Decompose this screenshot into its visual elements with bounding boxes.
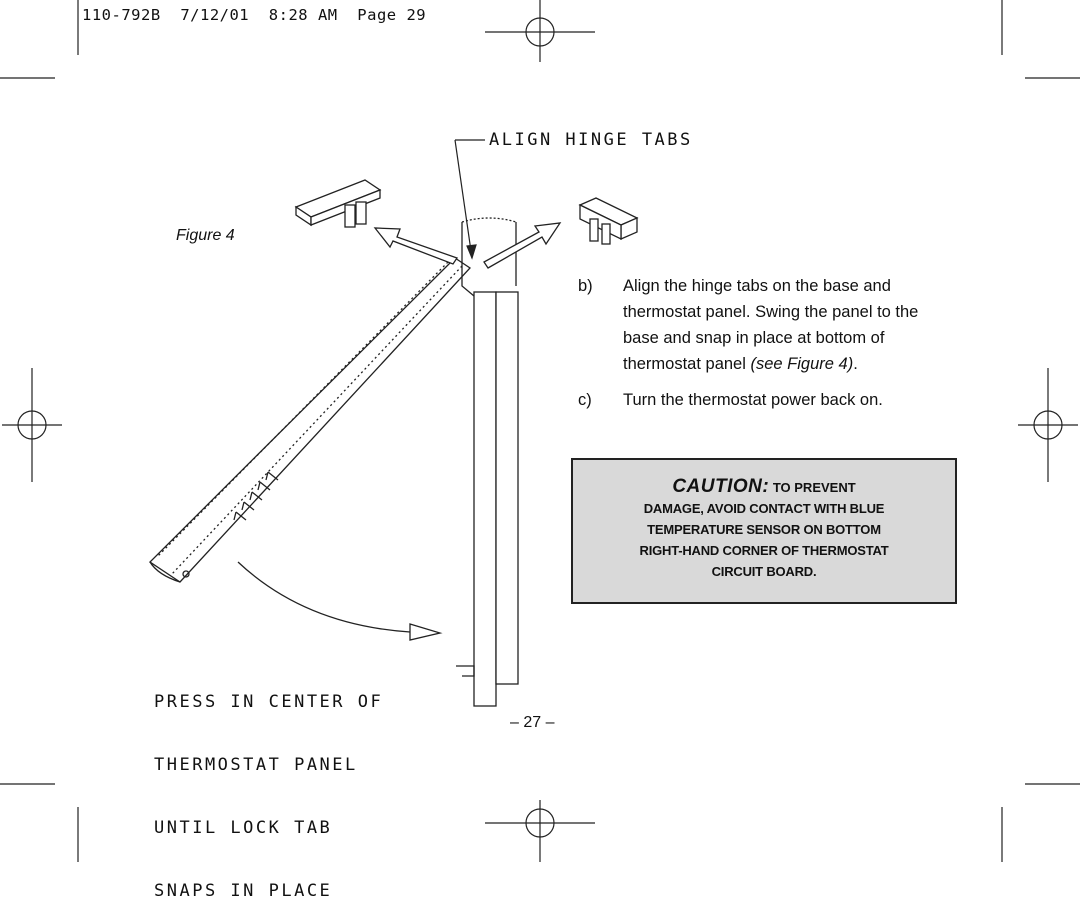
hinge-tab-right: [578, 197, 639, 245]
step-text: Turn the thermostat power back on.: [623, 391, 883, 409]
step-end: .: [853, 355, 858, 373]
arrow-to-right-tab: [483, 222, 562, 269]
caution-line: TEMPERATURE SENSOR ON BOTTOM: [647, 522, 881, 537]
installation-illustration: [0, 0, 1080, 862]
press-line-2: THERMOSTAT PANEL: [154, 755, 358, 775]
step-b: b) Align the hinge tabs on the base and …: [578, 273, 958, 377]
caution-heading-rest: TO PREVENT: [772, 480, 856, 495]
hinge-tab-left: [294, 179, 382, 228]
crop-marks: [0, 0, 1080, 862]
align-hinge-leader: [454, 139, 485, 260]
press-line-4: SNAPS IN PLACE: [154, 881, 333, 901]
instruction-steps: b) Align the hinge tabs on the base and …: [578, 273, 958, 423]
arrow-to-left-tab: [373, 227, 459, 265]
wall-base-vertical: [456, 217, 519, 707]
press-instruction-callout: PRESS IN CENTER OF THERMOSTAT PANEL UNTI…: [154, 650, 383, 923]
caution-word: CAUTION:: [672, 476, 770, 497]
registration-target-right: [1018, 368, 1078, 482]
panel-contact-pins: [233, 471, 279, 521]
registration-target-left: [2, 368, 62, 482]
step-text: Align the hinge tabs on the base and the…: [623, 273, 958, 377]
caution-line: DAMAGE, AVOID CONTACT WITH BLUE: [643, 501, 885, 516]
caution-box: CAUTION: TO PREVENT DAMAGE, AVOID CONTAC…: [571, 458, 957, 604]
align-hinge-tabs-callout: ALIGN HINGE TABS: [489, 130, 693, 150]
step-body: Align the hinge tabs on the base and the…: [623, 277, 919, 373]
registration-target-bottom: [485, 800, 595, 862]
press-arrow: [237, 561, 443, 641]
step-c: c) Turn the thermostat power back on.: [578, 387, 958, 413]
page-number: – 27 –: [510, 714, 555, 731]
press-line-3: UNTIL LOCK TAB: [154, 818, 333, 838]
caution-line: RIGHT-HAND CORNER OF THERMOSTAT: [639, 543, 889, 558]
print-header: 110-792B 7/12/01 8:28 AM Page 29: [82, 6, 427, 24]
step-letter: b): [578, 277, 593, 295]
thermostat-panel-tilted: [148, 257, 471, 583]
registration-target-top: [485, 0, 595, 62]
step-letter: c): [578, 391, 592, 409]
caution-heading: CAUTION: TO PREVENT: [573, 476, 955, 498]
figure-label: Figure 4: [176, 227, 235, 244]
press-line-1: PRESS IN CENTER OF: [154, 692, 384, 712]
caution-line: CIRCUIT BOARD.: [711, 564, 817, 579]
figure-reference: (see Figure 4): [750, 355, 854, 373]
